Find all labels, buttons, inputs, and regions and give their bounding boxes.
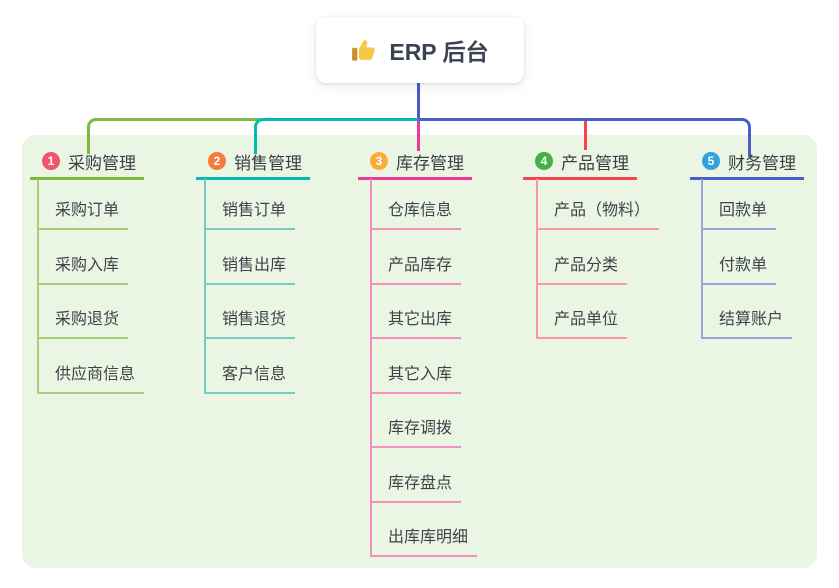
rail-product: [536, 179, 538, 339]
badge-4: 4: [535, 152, 553, 170]
branch-label: 销售管理: [234, 153, 302, 173]
node-settlement-account[interactable]: 结算账户: [701, 305, 793, 339]
node-purchase-return[interactable]: 采购退货: [37, 305, 129, 339]
branch-label: 产品管理: [561, 153, 629, 173]
connector-sales: [254, 118, 422, 154]
branch-label: 采购管理: [68, 153, 136, 173]
node-stock-check[interactable]: 库存盘点: [370, 469, 462, 503]
rail-inventory: [370, 179, 372, 557]
node-other-inbound[interactable]: 其它入库: [370, 360, 462, 394]
connector-inventory: [417, 121, 420, 151]
mindmap-background-panel: [22, 135, 817, 568]
root-stem-line: [417, 83, 420, 119]
node-supplier-info[interactable]: 供应商信息: [37, 360, 145, 394]
node-outbound-detail[interactable]: 出库库明细: [370, 523, 478, 557]
branch-node-product[interactable]: 4 产品管理: [523, 148, 637, 180]
node-customer-info[interactable]: 客户信息: [204, 360, 296, 394]
rail-finance: [701, 179, 703, 339]
node-payment-doc[interactable]: 付款单: [701, 251, 777, 285]
branch-node-sales[interactable]: 2 销售管理: [196, 148, 310, 180]
thumbs-up-icon: [351, 37, 378, 64]
badge-3: 3: [370, 152, 388, 170]
node-purchase-inbound[interactable]: 采购入库: [37, 251, 129, 285]
root-node-label: ERP 后台: [389, 39, 489, 65]
node-receipt-doc[interactable]: 回款单: [701, 196, 777, 230]
node-product-stock[interactable]: 产品库存: [370, 251, 462, 285]
connector-product: [584, 121, 587, 150]
node-sales-return[interactable]: 销售退货: [204, 305, 296, 339]
rail-sales: [204, 179, 206, 394]
branch-node-finance[interactable]: 5 财务管理: [690, 148, 804, 180]
rail-purchase: [37, 179, 39, 394]
node-sales-order[interactable]: 销售订单: [204, 196, 296, 230]
node-other-outbound[interactable]: 其它出库: [370, 305, 462, 339]
node-product-category[interactable]: 产品分类: [536, 251, 628, 285]
branch-label: 库存管理: [396, 153, 464, 173]
connector-finance: [418, 118, 751, 157]
connector-purchase: [87, 118, 260, 154]
branch-label: 财务管理: [728, 153, 796, 173]
branch-node-purchase[interactable]: 1 采购管理: [30, 148, 144, 180]
node-product-unit[interactable]: 产品单位: [536, 305, 628, 339]
badge-5: 5: [702, 152, 720, 170]
badge-2: 2: [208, 152, 226, 170]
node-purchase-order[interactable]: 采购订单: [37, 196, 129, 230]
branch-node-inventory[interactable]: 3 库存管理: [358, 148, 472, 180]
node-sales-outbound[interactable]: 销售出库: [204, 251, 296, 285]
root-node-erp-backend[interactable]: ERP 后台: [316, 17, 524, 83]
node-product-material[interactable]: 产品（物料）: [536, 196, 660, 230]
node-warehouse-info[interactable]: 仓库信息: [370, 196, 462, 230]
node-stock-transfer[interactable]: 库存调拨: [370, 414, 462, 448]
badge-1: 1: [42, 152, 60, 170]
